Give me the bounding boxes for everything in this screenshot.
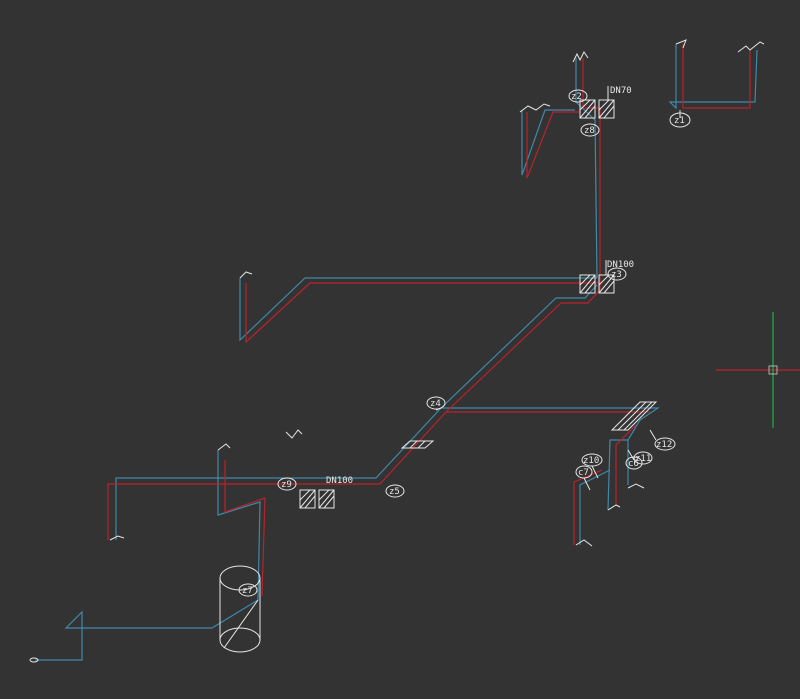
- leader-c7: [583, 477, 591, 491]
- pipe-blue-diagonal-main: [440, 284, 598, 409]
- wall-sleeve-small[interactable]: [400, 440, 435, 449]
- crosshair-pickbox: [768, 365, 778, 375]
- pipe-red-right-group: [615, 424, 637, 505]
- label-dim-upper: DN70: [610, 86, 632, 96]
- pipe-network-blue: [35, 44, 758, 661]
- vent-terminal-right-3[interactable]: [627, 483, 645, 489]
- valve-pair-lower[interactable]: [299, 489, 335, 509]
- wall-sleeve-right[interactable]: [610, 401, 658, 431]
- label-z3: z3: [611, 270, 622, 280]
- vent-terminal-lower-1[interactable]: [285, 429, 303, 439]
- label-z4: z4: [430, 399, 441, 409]
- pipe-blue-middle-branch: [239, 277, 597, 342]
- label-z2: z2: [571, 92, 582, 102]
- vent-terminal-top-1[interactable]: [572, 51, 589, 63]
- pipe-blue-right-group-3: [579, 469, 611, 545]
- label-z7: z7: [242, 586, 253, 596]
- pipe-red-top-main: [582, 58, 601, 290]
- pipe-red-lower-left: [224, 460, 266, 597]
- vent-terminal-left[interactable]: [519, 103, 551, 113]
- label-z8: z8: [584, 126, 595, 136]
- vent-terminal-mid[interactable]: [239, 271, 253, 279]
- pipe-labels: z2 z8 z1 z3 z4 z5 z9 z7 z10 z11 z12 c6 c…: [242, 86, 685, 596]
- pipe-blue-to-right: [441, 407, 660, 421]
- vent-terminal-top-3[interactable]: [737, 41, 765, 53]
- pipe-blue-diagonal-lower: [115, 407, 442, 540]
- pipe-red-middle-branch: [245, 282, 600, 344]
- valve-pair-middle[interactable]: [579, 274, 615, 294]
- label-z12: z12: [656, 440, 672, 450]
- label-z1: z1: [674, 116, 685, 126]
- leader-z10: [591, 465, 599, 479]
- pipe-red-top-left: [526, 111, 580, 179]
- label-z11: z11: [635, 454, 651, 464]
- label-z10: z10: [583, 456, 599, 466]
- leader-c6: [627, 449, 635, 461]
- pipe-blue-lower-left: [217, 450, 261, 601]
- pipe-blue-top-right: [668, 44, 758, 110]
- pipe-blue-right-group: [607, 419, 641, 511]
- pipe-red-diagonal-main: [445, 289, 601, 413]
- pipe-red-right-group-2: [573, 469, 603, 545]
- vent-terminal-right-2[interactable]: [607, 504, 621, 511]
- drain-outlet[interactable]: [29, 657, 39, 663]
- label-c6: c6: [628, 459, 639, 469]
- label-c7: c7: [578, 468, 589, 478]
- vent-terminal-top-2[interactable]: [675, 39, 687, 49]
- fittings: [29, 39, 765, 663]
- pipe-blue-top-left: [521, 109, 575, 176]
- cylinder-tank[interactable]: [219, 565, 261, 653]
- label-z5: z5: [389, 487, 400, 497]
- pipe-red-top-right: [682, 44, 751, 109]
- vent-terminal-right-1[interactable]: [575, 539, 593, 547]
- leader-z12: [649, 429, 657, 441]
- label-dim-lower: DN100: [326, 476, 353, 486]
- valve-pair-top[interactable]: [579, 99, 615, 119]
- label-z9: z9: [281, 480, 292, 490]
- label-dim-middle: DN100: [607, 260, 634, 270]
- vent-terminal-lower-2[interactable]: [217, 443, 231, 451]
- ucs-crosshair: [716, 312, 800, 428]
- vent-terminal-lower-3[interactable]: [109, 535, 125, 541]
- label-bubbles: [238, 89, 691, 597]
